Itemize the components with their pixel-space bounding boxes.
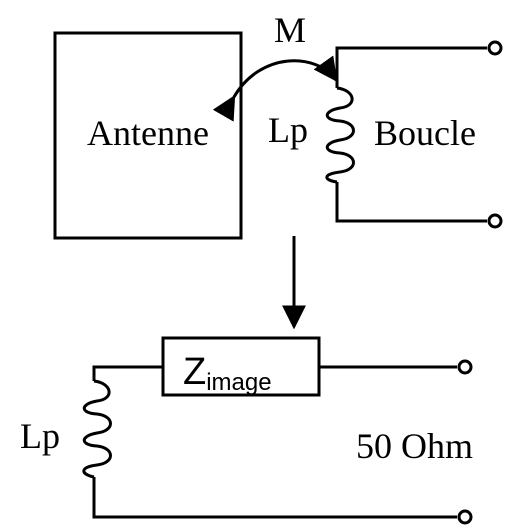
mutual-inductance-arrow [212, 55, 338, 122]
loop-top-terminal [487, 40, 503, 56]
loop-inductor-label: Lp [268, 110, 308, 150]
impedance-label: Zimage [183, 351, 272, 396]
equivalent-top-wire-left [92, 365, 163, 381]
antenna-box [53, 31, 243, 240]
loop-bottom-wire [335, 182, 487, 223]
equivalent-inductor-coil [82, 379, 112, 479]
impedance-main: Z [183, 351, 206, 393]
loop-inductor-coil [325, 86, 355, 184]
equivalent-bottom-terminal [457, 509, 473, 525]
equivalent-top-terminal [457, 359, 473, 375]
antenna-label: Antenne [87, 113, 209, 153]
equivalent-inductor-label: Lp [20, 416, 60, 456]
loop-top-wire [335, 46, 487, 88]
mutual-inductance-label: M [274, 10, 306, 50]
load-label: 50 Ohm [356, 426, 473, 466]
loop-bottom-terminal [487, 213, 503, 229]
equivalent-bottom-wire [92, 477, 457, 519]
loop-label: Boucle [374, 113, 476, 153]
impedance-subscript: image [206, 369, 271, 396]
